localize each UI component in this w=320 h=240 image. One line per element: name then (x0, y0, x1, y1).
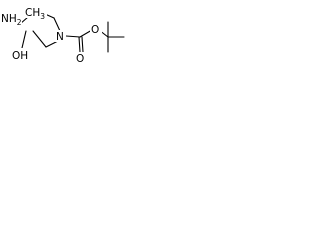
carbonyl-oxygen-text: O (76, 53, 84, 65)
bond-c5-n1 (53, 17, 61, 32)
ring-nitrogen-text: N (56, 31, 64, 43)
ester-oxygen-label: O (90, 23, 102, 36)
methyl-label: CH3 (25, 5, 47, 21)
bond-c3-cooh (21, 30, 27, 49)
ester-oxygen-text: O (91, 24, 99, 36)
svg-text:NH2: NH2 (1, 13, 22, 27)
atom-labels: NH2 CH3 N OH O O (0, 5, 102, 65)
bond-carbonyl-o-double-1 (78, 36, 81, 53)
carboxyl-label: OH (11, 48, 31, 62)
svg-text:CH3: CH3 (25, 7, 45, 21)
bond-n1-carbonyl (65, 35, 81, 38)
bond-c2-c3 (32, 30, 47, 48)
amino-label: NH2 (0, 10, 22, 27)
chemical-structure-diagram: NH2 CH3 N OH O O (0, 5, 125, 65)
ring-nitrogen-label: N (55, 30, 66, 43)
bond-carbonyl-o-double-2 (81, 36, 84, 53)
carboxyl-text: OH (12, 50, 28, 62)
carbonyl-oxygen-label: O (75, 52, 87, 65)
